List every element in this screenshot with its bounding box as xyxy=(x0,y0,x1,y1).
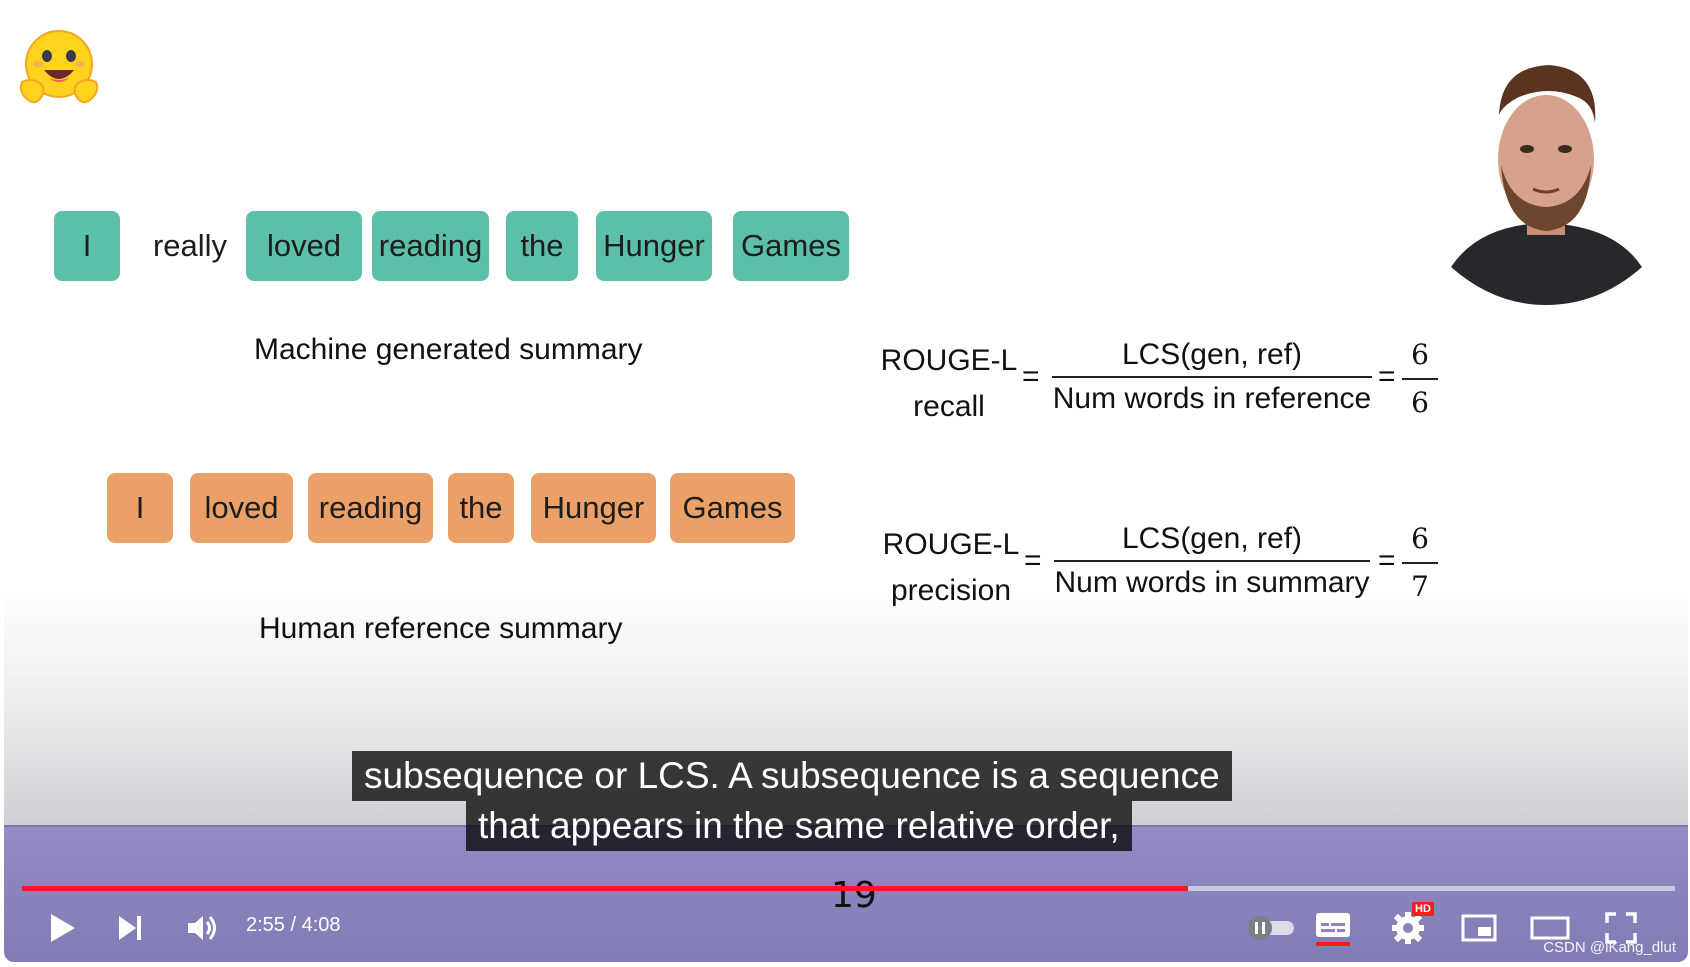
hd-badge: HD xyxy=(1412,902,1434,916)
recall-equals-2: = xyxy=(1378,360,1396,393)
recall-value-bar xyxy=(1402,378,1438,380)
machine-token-really: really xyxy=(152,228,228,263)
recall-name-line2: recall xyxy=(913,390,985,423)
slide-number: 19 xyxy=(831,875,877,916)
precision-value-denominator: 7 xyxy=(1411,570,1429,603)
reference-token-games: Games xyxy=(670,473,795,543)
next-icon xyxy=(119,916,141,940)
miniplayer-icon xyxy=(1461,914,1497,942)
time-display: 2:55 / 4:08 xyxy=(246,914,341,936)
machine-token-loved: loved xyxy=(246,211,362,281)
machine-token-the: the xyxy=(506,211,578,281)
precision-value: 6 7 xyxy=(1402,518,1438,608)
reference-token-i: I xyxy=(107,473,173,543)
autoplay-toggle[interactable] xyxy=(1242,910,1300,946)
subtitle-line-2: that appears in the same relative order, xyxy=(466,801,1132,851)
subtitle-line-1: subsequence or LCS. A subsequence is a s… xyxy=(352,751,1232,801)
progress-played xyxy=(22,886,1189,891)
fullscreen-button[interactable] xyxy=(1598,906,1644,950)
recall-fraction: LCS(gen, ref) Num words in reference xyxy=(1052,334,1372,420)
reference-token-the: the xyxy=(448,473,514,543)
hugging-face-logo xyxy=(19,30,99,104)
precision-equals: = xyxy=(1024,544,1042,577)
next-button[interactable] xyxy=(108,906,152,950)
settings-icon xyxy=(1392,912,1424,944)
recall-fraction-bar xyxy=(1052,376,1372,378)
machine-token-games: Games xyxy=(733,211,849,281)
theater-mode-button[interactable] xyxy=(1524,906,1576,950)
precision-fraction-bar xyxy=(1054,560,1370,562)
precision-fraction: LCS(gen, ref) Num words in summary xyxy=(1054,518,1370,604)
progress-bar[interactable] xyxy=(22,886,1675,891)
volume-icon xyxy=(188,916,216,940)
machine-token-reading: reading xyxy=(372,211,489,281)
recall-value-denominator: 6 xyxy=(1411,386,1429,419)
machine-summary-label: Machine generated summary xyxy=(254,333,643,366)
precision-name-line2: precision xyxy=(890,574,1012,607)
settings-button[interactable]: HD xyxy=(1384,902,1436,950)
recall-value-numerator: 6 xyxy=(1411,338,1429,371)
precision-equals-2: = xyxy=(1378,544,1396,577)
machine-token-i: I xyxy=(54,211,120,281)
csdn-watermark: CSDN @iKang_dlut xyxy=(1543,939,1676,956)
recall-value: 6 6 xyxy=(1402,334,1438,424)
play-button[interactable] xyxy=(40,906,84,950)
precision-value-bar xyxy=(1402,562,1438,564)
play-icon xyxy=(51,914,75,942)
fullscreen-icon xyxy=(1605,912,1637,944)
video-player[interactable]: I really loved reading the Hunger Games … xyxy=(4,0,1688,962)
reference-summary-label: Human reference summary xyxy=(259,612,623,645)
precision-value-numerator: 6 xyxy=(1411,522,1429,555)
precision-name: ROUGE-L precision xyxy=(866,522,1036,614)
reference-token-hunger: Hunger xyxy=(531,473,656,543)
recall-name-line1: ROUGE-L xyxy=(880,344,1018,377)
precision-numerator: LCS(gen, ref) xyxy=(1121,522,1303,555)
theater-icon xyxy=(1530,916,1570,940)
recall-name: ROUGE-L recall xyxy=(864,338,1034,430)
recall-equals: = xyxy=(1022,360,1040,393)
subtitles-button[interactable] xyxy=(1310,906,1356,950)
precision-name-line1: ROUGE-L xyxy=(882,528,1020,561)
autoplay-toggle-icon xyxy=(1248,916,1294,940)
machine-token-hunger: Hunger xyxy=(596,211,712,281)
miniplayer-button[interactable] xyxy=(1456,906,1502,950)
subtitles-icon xyxy=(1316,913,1350,946)
presenter-video xyxy=(1451,65,1642,305)
reference-token-loved: loved xyxy=(190,473,293,543)
volume-button[interactable] xyxy=(180,906,224,950)
reference-token-reading: reading xyxy=(308,473,433,543)
recall-numerator: LCS(gen, ref) xyxy=(1121,338,1303,371)
recall-denominator: Num words in reference xyxy=(1052,382,1372,415)
precision-denominator: Num words in summary xyxy=(1054,566,1370,599)
